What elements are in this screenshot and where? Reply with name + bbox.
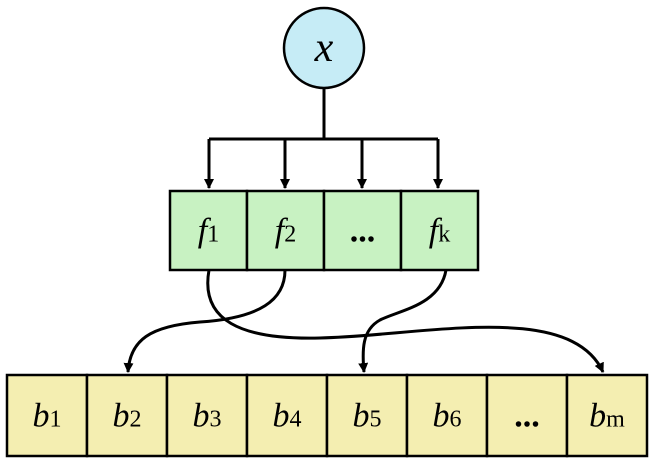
bit-subscript: 6: [450, 407, 462, 433]
hash-function-cell-box: [322, 189, 403, 272]
bit-label: b1: [33, 398, 62, 435]
hash-function-cell-box: [399, 189, 480, 272]
bit-subscript: 1: [50, 407, 62, 433]
bit-label: b2: [113, 398, 142, 435]
bit-label: b4: [273, 398, 302, 435]
mapping-arrow-f2-to-b2: [123, 269, 287, 373]
bit-letter: b: [273, 398, 290, 435]
hash-function-cell: ...: [322, 189, 403, 272]
hash-function-cell: f2: [245, 189, 326, 272]
bit-cell-box: [565, 373, 649, 458]
hash-function-subscript: k: [438, 222, 450, 248]
hash-function-ellipsis: ...: [350, 213, 376, 250]
bit-cell: bm: [565, 373, 649, 458]
mapping-arrow-fk-to-b5: [358, 269, 448, 373]
input-distribution-lines: [204, 88, 443, 189]
bit-subscript: m: [606, 407, 625, 433]
bit-cell-box: [85, 373, 169, 458]
bit-cell: b2: [85, 373, 169, 458]
hash-function-label: f1: [198, 213, 219, 250]
input-node: x: [282, 6, 366, 90]
bit-subscript: 2: [130, 407, 142, 433]
hash-function-cell: f1: [168, 189, 249, 272]
bit-cell: b1: [5, 373, 89, 458]
bit-letter: b: [589, 398, 606, 435]
bit-ellipsis: ...: [514, 398, 540, 435]
bit-cell-box: [245, 373, 329, 458]
hash-function-subscript: 1: [207, 222, 219, 248]
bit-subscript: 5: [370, 407, 382, 433]
hash-to-bit-arrows: [123, 269, 605, 373]
hash-function-label: ...: [350, 213, 376, 250]
bit-cell: ...: [485, 373, 569, 458]
bit-letter: b: [193, 398, 210, 435]
hash-function-subscript: 2: [284, 222, 296, 248]
bit-label: b5: [353, 398, 382, 435]
bit-label: b3: [193, 398, 222, 435]
hash-function-label: f2: [275, 213, 296, 250]
bit-label: bm: [589, 398, 625, 435]
bit-subscript: 4: [290, 407, 302, 433]
bit-cell-box: [325, 373, 409, 458]
bit-subscript: 3: [210, 407, 222, 433]
bit-letter: b: [433, 398, 450, 435]
bit-cell-box: [485, 373, 569, 458]
input-node-label: x: [314, 25, 334, 71]
hash-function-cell: fk: [399, 189, 480, 272]
bit-cell: b5: [325, 373, 409, 458]
bit-cell: b6: [405, 373, 489, 458]
bit-cell: b3: [165, 373, 249, 458]
bit-letter: b: [33, 398, 50, 435]
bit-letter: b: [353, 398, 370, 435]
bit-label: ...: [514, 398, 540, 435]
mapping-arrow-f1-to-bm: [206, 269, 605, 373]
hash-function-row: f1 f2... fk: [168, 189, 480, 272]
hash-function-label: fk: [429, 213, 450, 250]
bit-label: b6: [433, 398, 462, 435]
bit-cell: b4: [245, 373, 329, 458]
bit-letter: b: [113, 398, 130, 435]
